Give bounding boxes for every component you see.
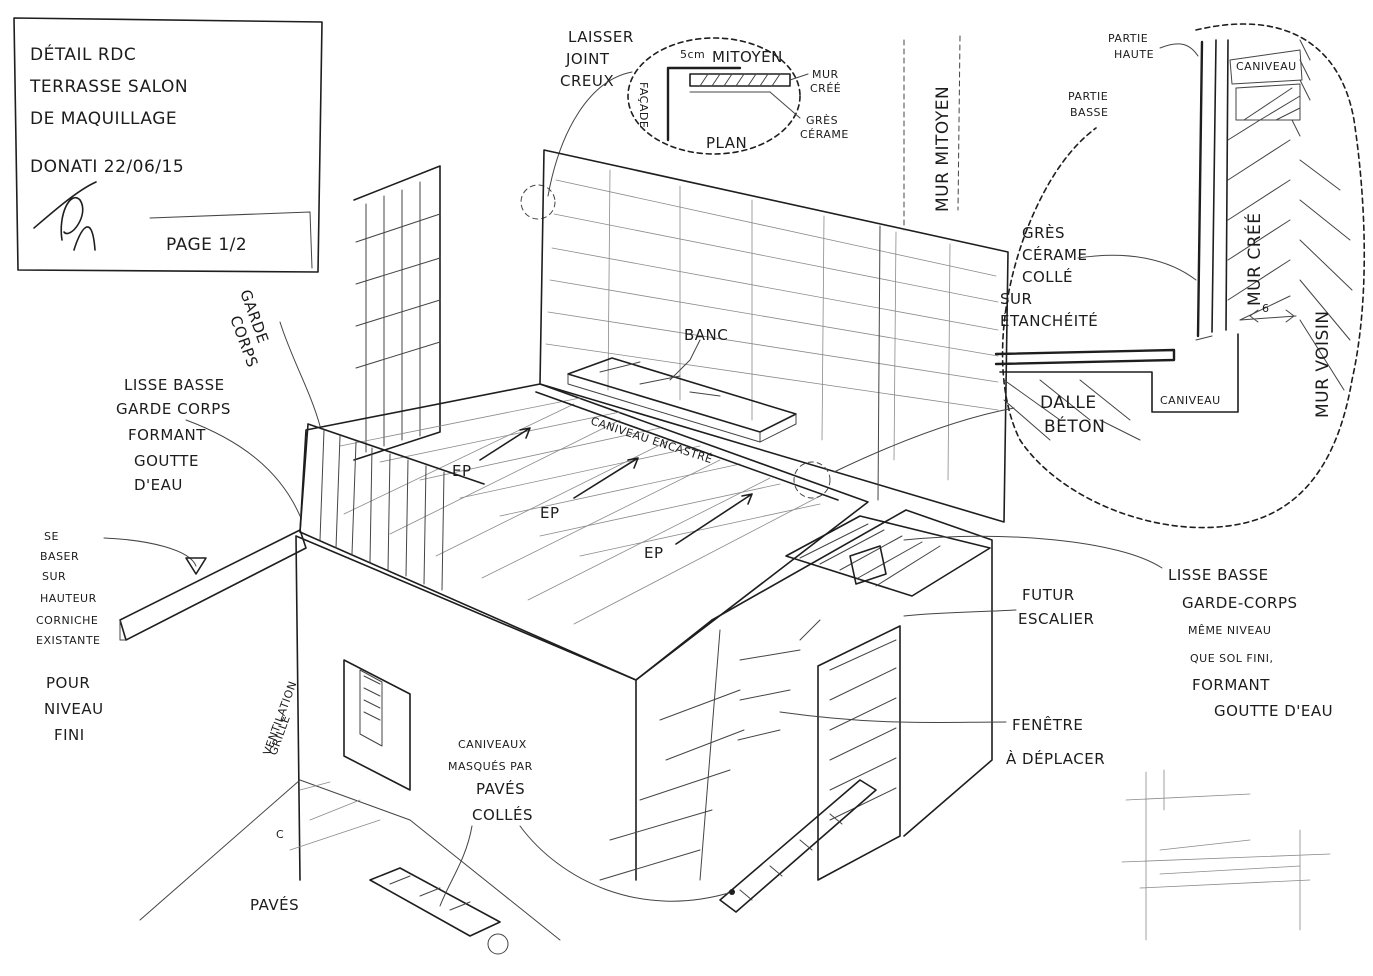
partie-haute-1: PARTIE	[1108, 32, 1148, 45]
cani-label-2: MASQUÉS PAR	[448, 760, 533, 773]
tall-window	[353, 165, 441, 461]
fenetre-label-2: À DÉPLACER	[1006, 749, 1105, 768]
gres-3: COLLÉ	[1022, 267, 1073, 286]
stair-sketch	[1121, 769, 1331, 941]
se-label-7: POUR	[46, 674, 90, 692]
se-label-8: NIVEAU	[44, 700, 104, 718]
se-label-9: FINI	[54, 726, 85, 744]
title-line-3: DE MAQUILLAGE	[30, 109, 177, 129]
gres-4: SUR	[1000, 290, 1032, 308]
banc-label: BANC	[684, 326, 728, 344]
page-number: PAGE 1/2	[166, 235, 247, 255]
lisse-label-1: LISSE BASSE	[124, 376, 225, 394]
mur-voisin: MUR VOISIN	[1313, 310, 1333, 418]
plan-mur: MUR	[812, 68, 839, 81]
plan-cerame: CÉRAME	[800, 128, 849, 141]
author-date: DONATI 22/06/15	[30, 157, 184, 177]
lisse-r-label-2: GARDE-CORPS	[1182, 594, 1298, 612]
future-stair	[599, 509, 993, 913]
mur-mitoyen-label: MUR MITOYEN	[933, 86, 953, 212]
cani-label-1: CANIVEAUX	[458, 738, 527, 751]
cani-label-4: COLLÉS	[472, 805, 533, 824]
se-label-2: BASER	[40, 550, 79, 563]
plan-cree: CRÉÉ	[810, 82, 841, 95]
partie-haute-2: HAUTE	[1114, 48, 1154, 61]
lisse-label-3: FORMANT	[128, 426, 206, 444]
mur-cree: MUR CRÉÉ	[1243, 213, 1265, 307]
se-label-6: EXISTANTE	[36, 634, 101, 647]
cani-label-3: PAVÉS	[476, 779, 525, 798]
caniveau-top: CANIVEAU	[1236, 60, 1297, 73]
plan-joint: JOINT	[565, 50, 610, 68]
lisse-r-label-4: QUE SOL FINI,	[1190, 652, 1273, 665]
se-label-1: SE	[44, 530, 59, 543]
lower-volume: C	[119, 529, 713, 955]
lisse-r-label-6: GOUTTE D'EAU	[1214, 702, 1333, 720]
futur-label-1: FUTUR	[1022, 586, 1075, 604]
plan-gres: GRÈS	[806, 114, 838, 127]
plan-laisser: LAISSER	[568, 28, 634, 46]
section-detail: PARTIE HAUTE PARTIE BASSE CANIVEAU GRÈS …	[833, 23, 1366, 529]
caniveau-section: CANIVEAU	[1160, 394, 1221, 407]
gres-5: ÉTANCHÉITÉ	[1000, 311, 1098, 330]
terrace-floor: CANIVEAU ENCASTRÉ EP EP EP	[299, 383, 869, 681]
lisse-r-label-1: LISSE BASSE	[1168, 566, 1269, 584]
dalle-2: BÉTON	[1044, 415, 1105, 437]
fenetre-label-1: FENÊTRE	[1012, 715, 1083, 734]
se-label-4: HAUTEUR	[40, 592, 97, 605]
lisse-label-2: GARDE CORPS	[116, 400, 231, 418]
ep-label-3: EP	[644, 544, 664, 562]
plan-dim: 5cm	[680, 48, 705, 61]
title-block: DÉTAIL RDC TERRASSE SALON DE MAQUILLAGE …	[13, 17, 323, 273]
plan-creux: CREUX	[560, 72, 614, 90]
lisse-r-label-5: FORMANT	[1192, 676, 1270, 694]
gres-2: CÉRAME	[1022, 245, 1087, 264]
signature-icon	[33, 181, 97, 251]
ep-label-1: EP	[452, 462, 472, 480]
annotations: GARDE CORPS LISSE BASSE GARDE CORPS FORM…	[36, 287, 1333, 914]
dalle-1: DALLE	[1040, 393, 1097, 413]
plan-mitoyen: MITOYEN	[712, 48, 783, 66]
gres-1: GRÈS	[1022, 223, 1065, 242]
title-line-2: TERRASSE SALON	[29, 77, 188, 97]
ep-label-2: EP	[540, 504, 560, 522]
futur-label-2: ESCALIER	[1018, 610, 1094, 628]
se-label-5: CORNICHE	[36, 614, 98, 627]
lisse-r-label-3: MÊME NIVEAU	[1188, 624, 1271, 637]
lisse-label-5: D'EAU	[134, 476, 183, 494]
se-label-3: SUR	[42, 570, 66, 583]
mur-mitoyen: MUR MITOYEN	[903, 35, 961, 231]
grille-marker: C	[276, 828, 284, 841]
plan-title: PLAN	[706, 134, 747, 152]
partie-basse-1: PARTIE	[1068, 90, 1108, 103]
title-line-1: DÉTAIL RDC	[30, 43, 136, 65]
lisse-label-4: GOUTTE	[134, 452, 199, 470]
plan-detail: LAISSER JOINT CREUX 5cm MITOYEN FAÇADE M…	[520, 28, 849, 220]
plan-facade: FAÇADE	[637, 82, 650, 128]
paves-label: PAVÉS	[250, 895, 299, 914]
partie-basse-2: BASSE	[1070, 106, 1109, 119]
back-wall: BANC	[539, 149, 1009, 523]
dim-6: 6	[1262, 302, 1270, 315]
